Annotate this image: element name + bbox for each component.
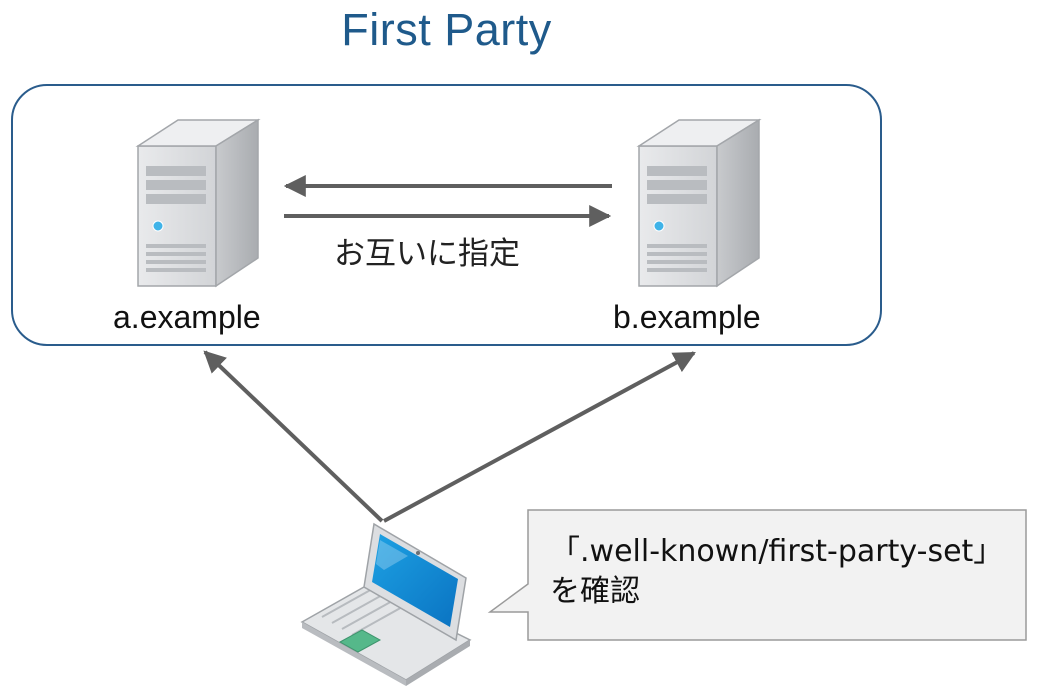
server-b-icon [636,118,762,288]
arrow-client-to-a [203,350,384,523]
callout-line-2: を確認 [550,574,640,609]
callout-text: 「.well-known/first-party-set」 を確認 [550,532,1003,612]
callout-bubble [487,509,1027,641]
callout-line-1: 「.well-known/first-party-set」 [550,534,1004,569]
laptop-icon [300,522,472,686]
mutual-designation-label: お互いに指定 [334,236,520,272]
server-b-label: b.example [613,299,761,335]
server-a-label: a.example [113,299,261,335]
diagram-title: First Party [341,4,552,55]
arrow-client-to-b [383,351,696,523]
server-a-icon [135,118,261,288]
